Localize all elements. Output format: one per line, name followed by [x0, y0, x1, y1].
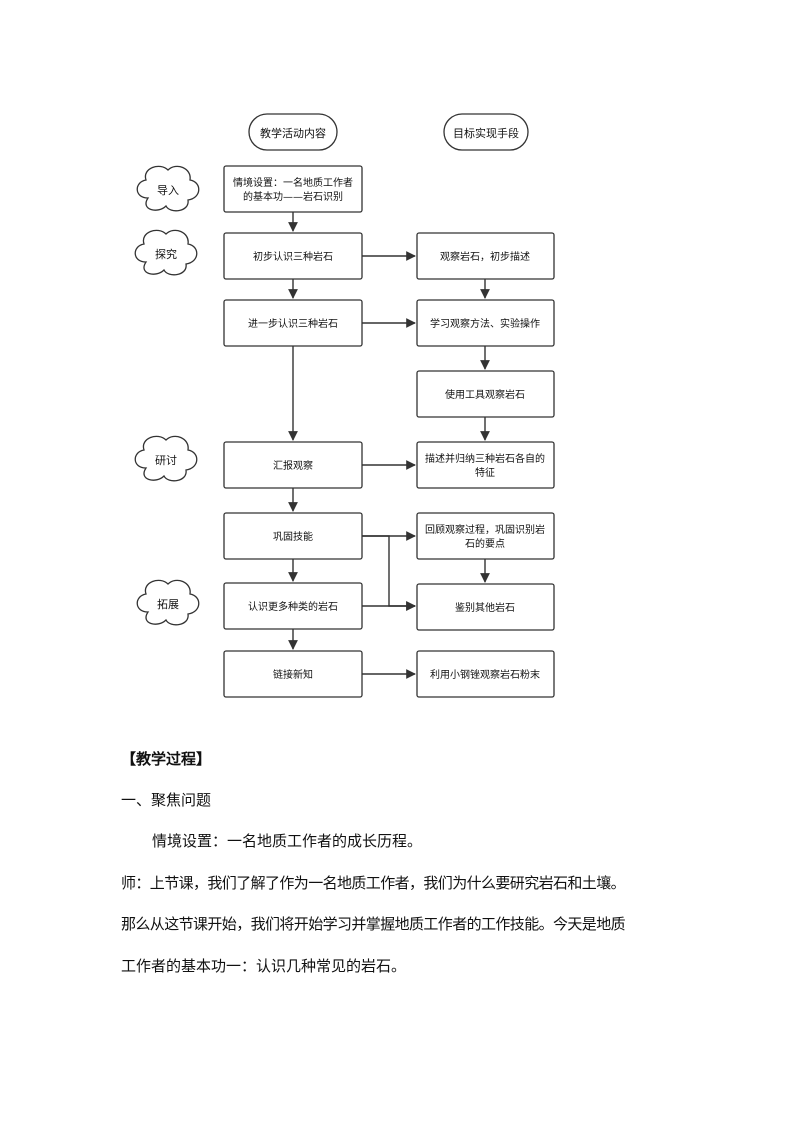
stage-cloud-intro: 导入 [136, 165, 200, 212]
left-box-more-rocks: 认识更多种类的岩石 [223, 582, 363, 630]
left-box-report: 汇报观察 [223, 441, 363, 489]
stage-cloud-explore: 探究 [134, 229, 198, 276]
paragraph-teacher-3: 工作者的基本功一：认识几种常见的岩石。 [121, 957, 407, 975]
header-method: 目标实现手段 [443, 113, 529, 151]
stage-label-intro: 导入 [157, 184, 179, 197]
left-box-consolidate-label: 巩固技能 [273, 530, 313, 543]
left-box-further-recognition-label: 进一步认识三种岩石 [248, 317, 338, 330]
right-box-describe: 描述并归纳三种岩石各自的 特征 [416, 441, 555, 489]
paragraph-teacher-2: 那么从这节课开始，我们将开始学习并掌握地质工作者的工作技能。今天是地质 [121, 915, 626, 933]
right-box-methods-label: 学习观察方法、实验操作 [430, 317, 540, 330]
header-method-label: 目标实现手段 [453, 126, 519, 140]
right-box-describe-line1: 描述并归纳三种岩石各自的 [425, 452, 545, 465]
left-box-initial-recognition-label: 初步认识三种岩石 [253, 250, 333, 263]
flow-connectors [288, 212, 490, 679]
paragraph-teacher-1: 师：上节课，我们了解了作为一名地质工作者，我们为什么要研究岩石和土壤。 [121, 874, 626, 892]
right-box-methods: 学习观察方法、实验操作 [416, 299, 555, 347]
right-box-identify-others: 鉴别其他岩石 [416, 583, 555, 631]
left-box-link-new-label: 链接新知 [273, 668, 313, 681]
stage-label-explore: 探究 [155, 247, 177, 261]
right-box-steel-file-label: 利用小钢锉观察岩石粉末 [430, 668, 540, 681]
subheading: 一、聚焦问题 [121, 791, 212, 809]
teaching-flowchart: 教学活动内容 目标实现手段 导入 探究 研讨 拓展 情境设置：一名地质工作者 的… [134, 113, 555, 698]
stage-cloud-discuss: 研讨 [134, 435, 198, 482]
left-box-scenario-line2: 的基本功——岩石识别 [243, 190, 343, 203]
left-box-scenario: 情境设置：一名地质工作者 的基本功——岩石识别 [223, 165, 363, 213]
right-box-tools-label: 使用工具观察岩石 [445, 388, 525, 401]
right-box-observe: 观察岩石，初步描述 [416, 232, 555, 280]
paragraph-scenario: 情境设置：一名地质工作者的成长历程。 [152, 832, 423, 850]
stage-label-discuss: 研讨 [155, 454, 177, 467]
right-box-review: 回顾观察过程，巩固识别岩 石的要点 [416, 512, 555, 560]
section-heading: 【教学过程】 [121, 750, 212, 768]
header-activity: 教学活动内容 [248, 113, 338, 151]
left-box-more-rocks-label: 认识更多种类的岩石 [248, 600, 338, 613]
right-box-observe-label: 观察岩石，初步描述 [440, 250, 530, 263]
header-activity-label: 教学活动内容 [260, 126, 326, 140]
left-box-further-recognition: 进一步认识三种岩石 [223, 299, 363, 347]
right-box-identify-others-label: 鉴别其他岩石 [455, 601, 515, 614]
left-box-link-new: 链接新知 [223, 650, 363, 698]
stage-cloud-extend: 拓展 [136, 579, 200, 626]
right-box-describe-line2: 特征 [475, 467, 495, 479]
left-box-consolidate: 巩固技能 [223, 512, 363, 560]
left-box-initial-recognition: 初步认识三种岩石 [223, 232, 363, 280]
right-box-review-line2: 石的要点 [465, 537, 505, 550]
right-box-tools: 使用工具观察岩石 [416, 370, 555, 418]
right-box-review-line1: 回顾观察过程，巩固识别岩 [425, 523, 545, 536]
left-box-report-label: 汇报观察 [273, 459, 313, 472]
left-box-scenario-line1: 情境设置：一名地质工作者 [233, 176, 353, 189]
stage-label-extend: 拓展 [157, 597, 179, 611]
right-box-steel-file: 利用小钢锉观察岩石粉末 [416, 650, 555, 698]
arrow-consolidate-to-identify [362, 535, 416, 611]
